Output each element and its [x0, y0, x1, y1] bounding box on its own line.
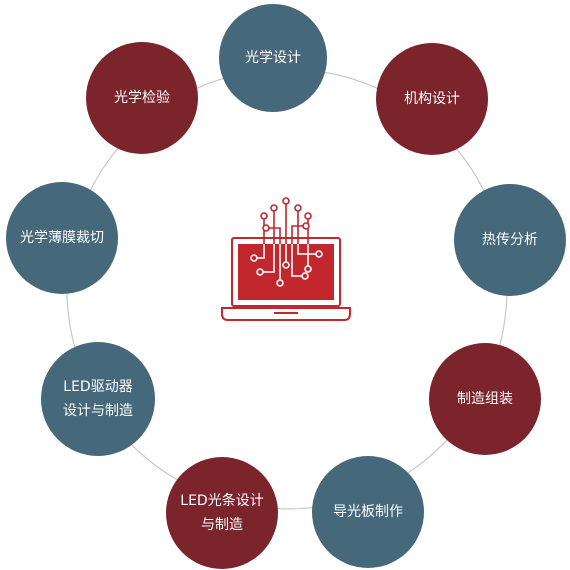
node-light-guide-making: 导光板制作 [312, 456, 424, 568]
node-label: 设计与制造 [63, 403, 133, 419]
node-manufacturing-assembly: 制造组装 [429, 343, 541, 455]
node-label: 光学设计 [245, 50, 301, 66]
node-label: LED驱动器 [63, 379, 133, 395]
node-optical-design: 光学设计 [219, 4, 327, 112]
node-film-cutting: 光学薄膜裁切 [6, 182, 118, 294]
node-thermal-analysis: 热传分析 [454, 184, 566, 296]
node-label: 机构设计 [404, 91, 460, 107]
node-led-driver: LED驱动器设计与制造 [41, 342, 155, 456]
node-label: 热传分析 [482, 232, 538, 248]
node-label: 与制造 [201, 517, 243, 533]
node-led-strip: LED光条设计与制造 [166, 457, 278, 569]
node-label: 导光板制作 [333, 504, 403, 520]
laptop-circuit-icon [221, 197, 351, 321]
node-optical-inspection: 光学检验 [86, 42, 198, 154]
node-label: 制造组装 [457, 391, 513, 407]
node-label: 光学检验 [114, 90, 170, 106]
node-label: LED光条设计 [180, 493, 264, 509]
node-label: 光学薄膜裁切 [20, 230, 104, 246]
node-mechanical-design: 机构设计 [376, 43, 488, 155]
